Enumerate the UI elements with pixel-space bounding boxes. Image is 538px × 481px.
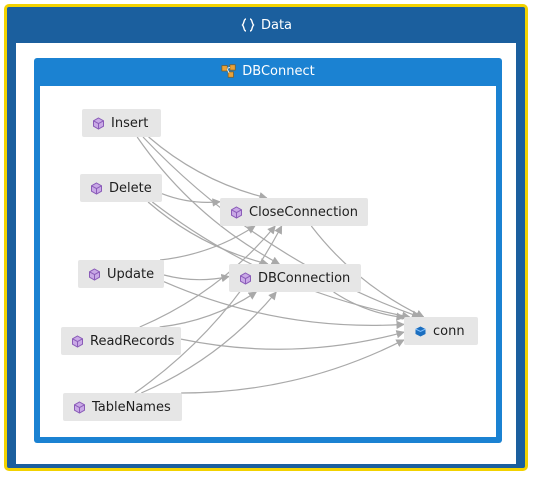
node-label: Insert [111,115,149,131]
field-icon [414,325,427,338]
braces-namespace-icon [240,17,256,33]
method-icon [230,205,243,219]
method-node-readrecords[interactable]: ReadRecords [61,327,181,355]
method-node-insert[interactable]: Insert [82,109,161,137]
field-node-conn[interactable]: conn [404,317,478,345]
node-label: Update [107,266,155,282]
method-icon [71,334,84,348]
node-label: Delete [109,180,152,196]
method-node-update[interactable]: Update [78,260,164,288]
namespace-group-title: Data [260,17,293,33]
method-node-delete[interactable]: Delete [80,174,162,202]
class-icon [221,63,237,79]
node-label: conn [433,323,465,339]
node-label: DBConnection [258,270,351,286]
namespace-group-header[interactable]: Data [7,7,525,43]
method-icon [88,267,101,281]
class-group-title: DBConnect [242,63,315,79]
method-icon [73,400,86,414]
method-node-tablenames[interactable]: TableNames [63,393,182,421]
method-node-closeconnection[interactable]: CloseConnection [220,198,368,226]
class-group-header[interactable]: DBConnect [34,58,502,84]
node-label: TableNames [92,399,171,415]
method-icon [239,271,252,285]
method-icon [92,116,105,130]
node-label: ReadRecords [90,333,175,349]
method-node-dbconnection[interactable]: DBConnection [229,264,361,292]
node-label: CloseConnection [249,204,358,220]
method-icon [90,181,103,195]
